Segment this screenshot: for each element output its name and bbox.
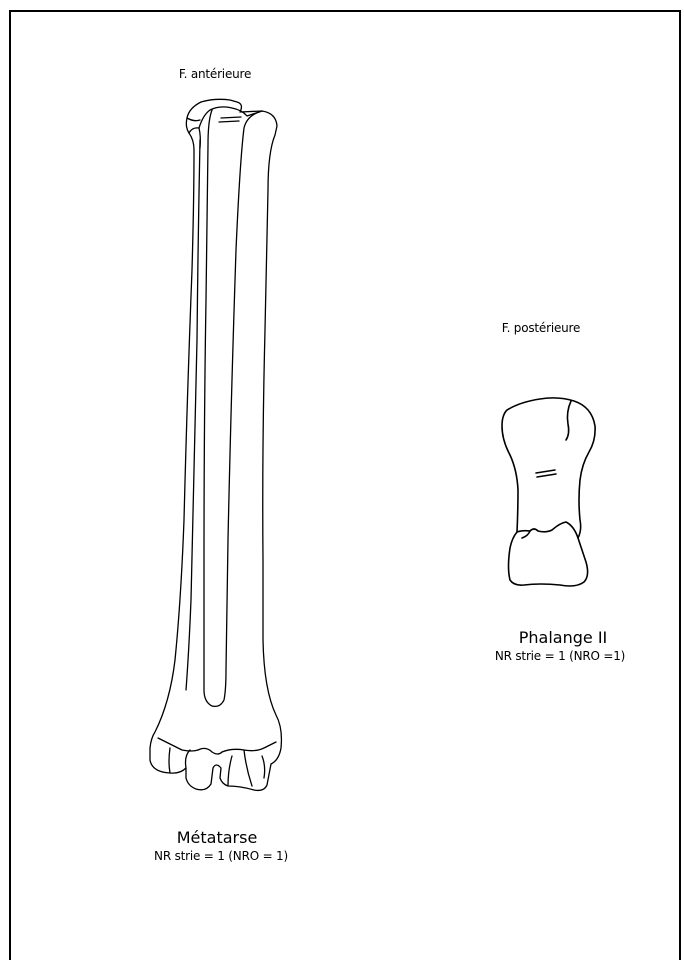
metatarsal-view-label: F. antérieure (179, 67, 251, 81)
metatarsal-groove (204, 110, 262, 706)
metatarsal-name: Métatarse (177, 828, 258, 847)
metatarsal-outline (150, 99, 281, 790)
metatarsal-drawing (150, 99, 281, 790)
phalanx-view-label: F. postérieure (502, 321, 580, 335)
phalanx-name: Phalange II (519, 628, 608, 647)
phalanx-drawing (502, 398, 595, 586)
phalanx-outline (502, 398, 595, 586)
metatarsal-count-text: NR strie = 1 (NRO = 1) (154, 849, 288, 863)
phalanx-count-text: NR strie = 1 (NRO =1) (495, 649, 625, 663)
